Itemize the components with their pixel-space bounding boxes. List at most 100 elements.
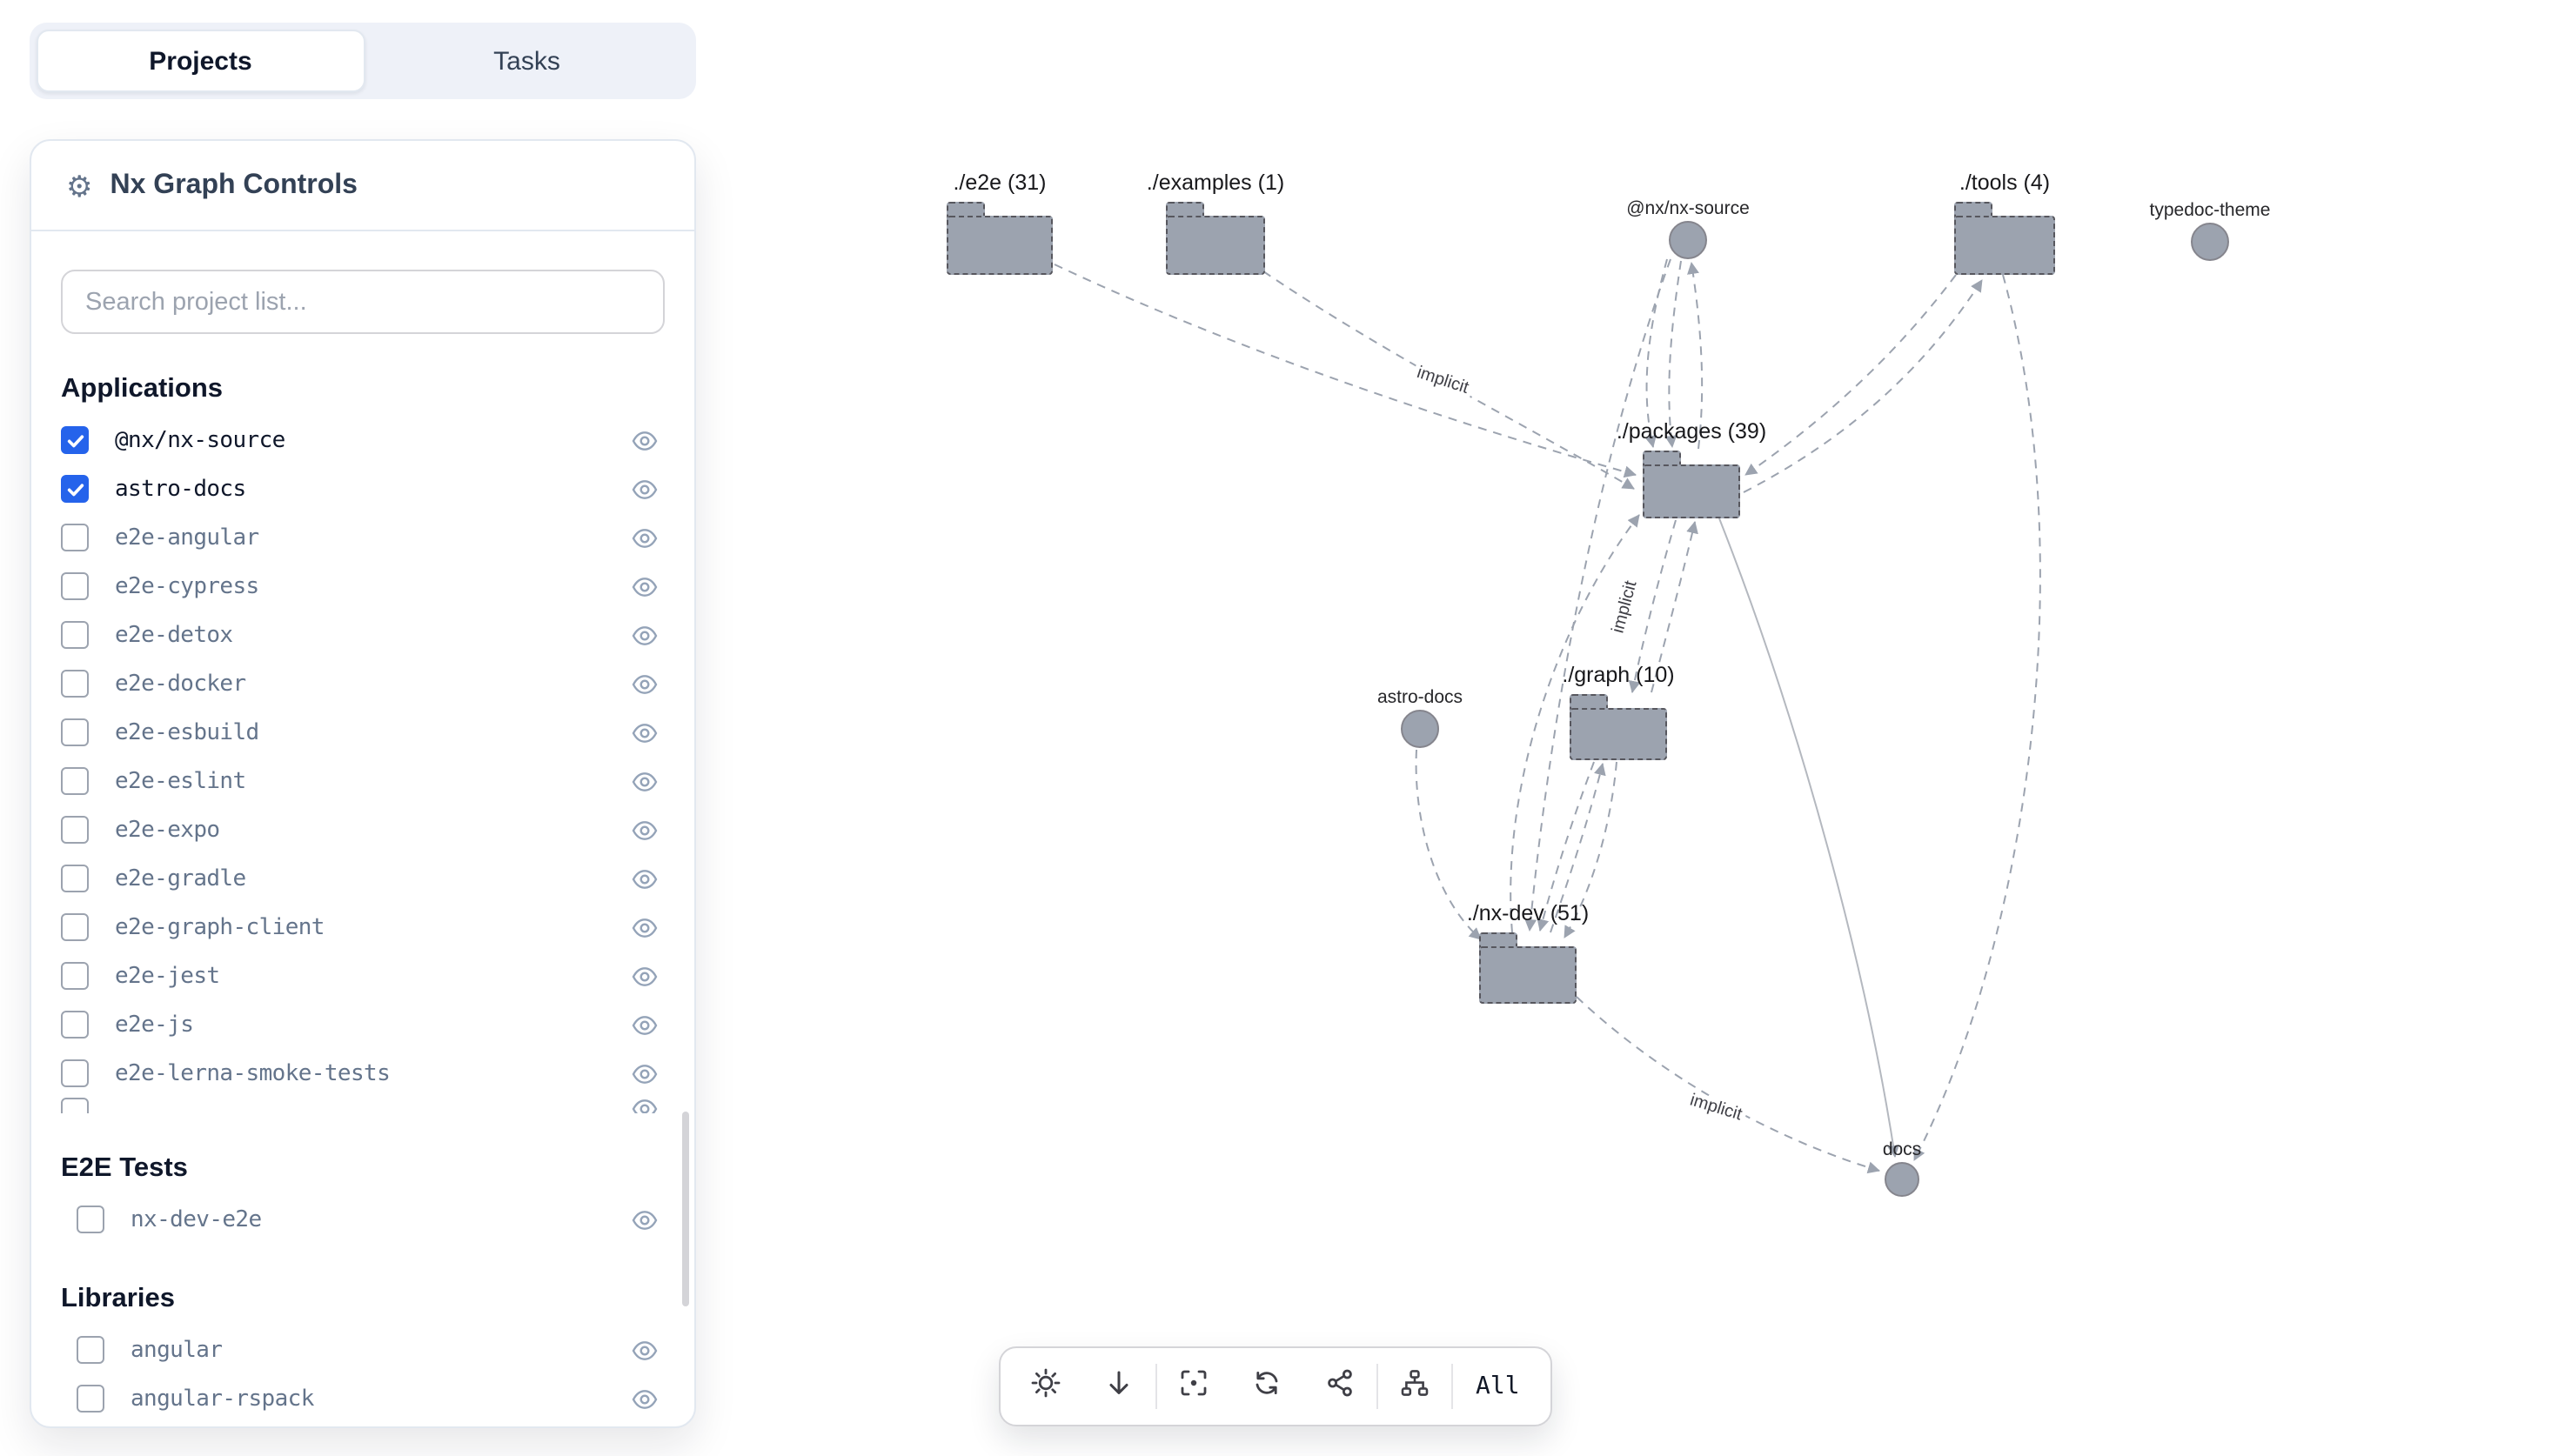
project-row: e2e-cypress xyxy=(61,562,665,611)
folder-body xyxy=(1479,946,1577,1004)
project-checkbox[interactable] xyxy=(61,475,89,503)
graph-node-nx-dev[interactable] xyxy=(1479,932,1577,1004)
edge-packages-graph xyxy=(1628,519,1677,693)
tab-projects[interactable]: Projects xyxy=(37,30,365,92)
project-label[interactable]: nx-dev-e2e xyxy=(131,1206,262,1232)
focus-icon[interactable] xyxy=(632,818,658,841)
graph-node-docs[interactable] xyxy=(1885,1162,1919,1197)
download-button[interactable] xyxy=(1082,1349,1155,1424)
project-label[interactable]: e2e-detox xyxy=(115,622,233,648)
focus-icon[interactable] xyxy=(632,575,658,598)
toolbar-divider xyxy=(1376,1364,1378,1409)
project-label[interactable]: e2e-gradle xyxy=(115,865,246,892)
project-checkbox[interactable] xyxy=(77,1385,104,1413)
project-label[interactable]: e2e-eslint xyxy=(115,768,246,794)
focus-icon[interactable] xyxy=(632,429,658,451)
focus-icon[interactable] xyxy=(632,1098,658,1113)
project-label[interactable]: angular-rspack xyxy=(131,1386,314,1412)
share-button[interactable] xyxy=(1303,1349,1376,1424)
folder-tab xyxy=(1643,451,1681,468)
project-checkbox[interactable] xyxy=(61,1059,89,1087)
project-row: angular-rspack xyxy=(61,1374,665,1423)
all-button[interactable]: All xyxy=(1476,1373,1520,1400)
project-label[interactable]: e2e-js xyxy=(115,1012,194,1038)
project-checkbox[interactable] xyxy=(61,816,89,844)
focus-icon[interactable] xyxy=(632,770,658,792)
graph-node-typedoc-theme[interactable] xyxy=(2191,223,2229,261)
project-checkbox[interactable] xyxy=(61,1098,89,1113)
project-label[interactable]: e2e-graph-client xyxy=(115,914,325,940)
toolbar-divider xyxy=(1451,1364,1453,1409)
graph-node-tools[interactable] xyxy=(1954,202,2055,275)
edge-graph-packages xyxy=(1651,521,1698,693)
tab-tasks[interactable]: Tasks xyxy=(493,46,560,76)
project-checkbox[interactable] xyxy=(61,524,89,551)
focus-icon[interactable] xyxy=(632,965,658,987)
focus-icon[interactable] xyxy=(632,672,658,695)
folder-tab xyxy=(1166,202,1204,219)
layout-button[interactable] xyxy=(1378,1349,1451,1424)
graph-node-nx-source[interactable] xyxy=(1669,221,1707,259)
graph-node-examples[interactable] xyxy=(1166,202,1265,275)
focus-icon[interactable] xyxy=(632,624,658,646)
folder-tab xyxy=(1479,932,1517,950)
edge-nx-dev-graph xyxy=(1550,763,1606,933)
theme-button[interactable] xyxy=(1009,1349,1082,1424)
project-label[interactable]: e2e-cypress xyxy=(115,573,259,599)
project-checkbox[interactable] xyxy=(61,670,89,698)
project-row: e2e-gradle xyxy=(61,854,665,903)
focus-icon[interactable] xyxy=(632,526,658,549)
project-label[interactable]: e2e-angular xyxy=(115,524,259,551)
project-label[interactable]: e2e-jest xyxy=(115,963,220,989)
focus-icon[interactable] xyxy=(632,1208,658,1231)
focus-icon[interactable] xyxy=(632,1062,658,1085)
graph-node-astro-docs[interactable] xyxy=(1401,710,1439,748)
project-label[interactable]: e2e-expo xyxy=(115,817,220,843)
zoom-to-fit-button[interactable] xyxy=(1157,1349,1230,1424)
focus-icon[interactable] xyxy=(632,1013,658,1036)
refresh-icon xyxy=(1251,1366,1282,1406)
focus-icon[interactable] xyxy=(632,1387,658,1410)
project-checkbox[interactable] xyxy=(77,1206,104,1233)
project-checkbox[interactable] xyxy=(61,718,89,746)
project-label[interactable]: angular xyxy=(131,1337,223,1363)
graph-node-graph[interactable] xyxy=(1570,694,1667,760)
project-label[interactable]: @nx/nx-source xyxy=(115,427,285,453)
project-row: e2e-jest xyxy=(61,952,665,1000)
project-row: e2e-detox xyxy=(61,611,665,659)
project-checkbox[interactable] xyxy=(61,572,89,600)
project-row: astro-docs xyxy=(61,464,665,513)
focus-icon[interactable] xyxy=(632,916,658,938)
focus-icon[interactable] xyxy=(632,478,658,500)
focus-icon[interactable] xyxy=(632,867,658,890)
edge-tools-docs xyxy=(1913,274,2041,1161)
project-checkbox[interactable] xyxy=(61,865,89,892)
graph-node-packages[interactable] xyxy=(1643,451,1740,518)
project-checkbox[interactable] xyxy=(61,1011,89,1039)
project-row: e2e-angular xyxy=(61,513,665,562)
project-checkbox[interactable] xyxy=(61,426,89,454)
project-label[interactable]: e2e-esbuild xyxy=(115,719,259,745)
project-label[interactable]: e2e-docker xyxy=(115,671,246,697)
project-label[interactable]: e2e-lerna-smoke-tests xyxy=(115,1060,391,1086)
edge-examples-packages xyxy=(1262,270,1635,490)
search-input[interactable] xyxy=(61,270,665,334)
focus-icon[interactable] xyxy=(632,721,658,744)
section-heading-e2e-tests: E2E Tests xyxy=(61,1153,188,1183)
project-list: @nx/nx-source astro-docs e2e-angular e2e-cy… xyxy=(61,416,665,1113)
refresh-button[interactable] xyxy=(1230,1349,1303,1424)
project-checkbox[interactable] xyxy=(77,1336,104,1364)
edge-graph-nx-dev xyxy=(1537,761,1595,932)
edge-packages-docs xyxy=(1718,518,1899,1158)
project-label[interactable]: astro-docs xyxy=(115,476,246,502)
project-row: e2e-js xyxy=(61,1000,665,1049)
project-checkbox[interactable] xyxy=(61,767,89,795)
project-checkbox[interactable] xyxy=(61,621,89,649)
focus-icon[interactable] xyxy=(632,1339,658,1361)
scrollbar-thumb[interactable] xyxy=(682,1112,689,1306)
graph-node-e2e[interactable] xyxy=(947,202,1053,275)
project-checkbox[interactable] xyxy=(61,962,89,990)
project-checkbox[interactable] xyxy=(61,913,89,941)
